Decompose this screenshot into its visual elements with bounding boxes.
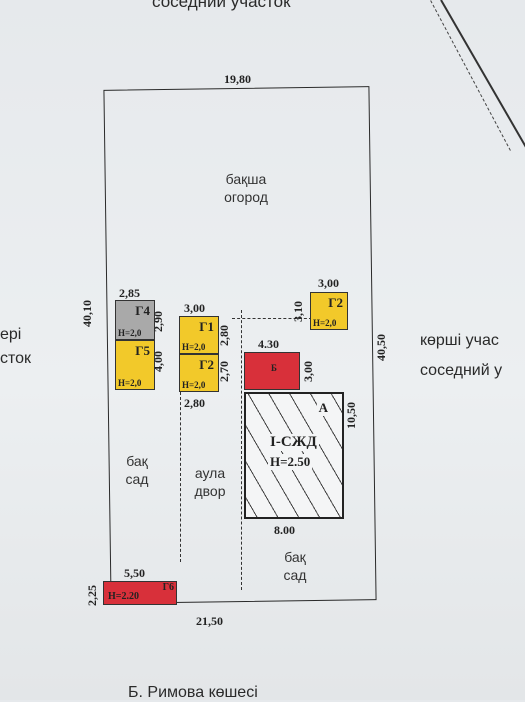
building-g5-name: Г5 (135, 343, 150, 358)
zone-garden-left: бақ сад (112, 452, 162, 488)
yard-divider-left (180, 392, 181, 562)
dim-house-width: 8.00 (274, 523, 295, 537)
main-house: А I-СЖД H=2.50 (244, 392, 344, 519)
building-g4-name: Г4 (135, 303, 150, 318)
diagonal-dashed-line (430, 0, 513, 151)
building-g6: Г6 H=2.20 (103, 581, 177, 605)
building-g1-name: Г1 (199, 319, 214, 334)
zone-garden-right-russian: сад (283, 567, 307, 583)
building-g1: Г1 H=2,0 (179, 316, 219, 354)
building-g4-height: H=2,0 (118, 328, 142, 338)
dim-right: 40,50 (374, 334, 388, 361)
dim-left: 40,10 (80, 300, 94, 327)
dim-g2-middle-width: 2,80 (184, 396, 205, 410)
building-g2-right: Г2 H=2,0 (310, 292, 348, 330)
dim-g5-height: 4,00 (151, 351, 165, 372)
zone-garden-top-kazakh: бақша (225, 171, 267, 187)
dim-g2-right-width: 3,00 (318, 276, 339, 290)
zone-garden-top: бақша огород (206, 170, 286, 206)
dim-g2-middle-height: 2,70 (217, 361, 231, 382)
main-house-name: I-СЖД (268, 434, 319, 451)
zone-yard-kazakh: аула (194, 465, 226, 481)
dim-g1-width: 3,00 (184, 301, 205, 315)
left-label-kazakh: ері (0, 326, 22, 343)
main-house-height: H=2.50 (268, 454, 313, 470)
building-g6-height: H=2.20 (108, 591, 139, 602)
building-g2-middle-name: Г2 (199, 357, 214, 372)
zone-yard-russian: двор (194, 483, 226, 499)
dim-top: 19,80 (224, 72, 251, 86)
zone-yard: аула двор (182, 464, 238, 500)
dim-g6-height: 2,25 (85, 585, 99, 606)
bottom-street-label: Б. Римова көшесі (128, 684, 258, 701)
top-neighbor-label: соседний участок (152, 0, 291, 11)
dim-g4-height: 2,90 (151, 311, 165, 332)
zone-garden-top-russian: огород (224, 189, 268, 205)
building-g2-right-height: H=2,0 (313, 318, 337, 328)
dim-g6-width: 5,50 (124, 566, 145, 580)
dim-g4-width: 2,85 (119, 286, 140, 300)
zone-garden-left-kazakh: бақ (126, 453, 148, 469)
dim-shed-height: 3,00 (301, 361, 315, 382)
right-label-russian: соседний у (420, 362, 503, 379)
zone-garden-left-russian: сад (125, 471, 149, 487)
building-g5-height: H=2,0 (118, 378, 142, 388)
main-house-letter: А (316, 400, 330, 416)
building-g1-height: H=2,0 (182, 342, 206, 352)
dim-g1-height: 2,80 (217, 325, 231, 346)
zone-garden-right-kazakh: бақ (284, 549, 306, 565)
dim-shed-width: 4.30 (258, 337, 279, 351)
building-g5: Г5 H=2,0 (115, 340, 155, 390)
building-g2-middle-height: H=2,0 (182, 380, 206, 390)
building-g4: Г4 H=2,0 (115, 300, 155, 340)
building-shed-name: Б (271, 363, 277, 373)
building-g2-middle: Г2 H=2,0 (179, 354, 219, 392)
dim-house-height: 10,50 (344, 402, 358, 429)
building-shed: Б (244, 352, 300, 390)
left-label-russian: сток (0, 350, 32, 367)
building-g2-right-name: Г2 (328, 295, 343, 310)
dim-g2-right-height: 3,10 (291, 301, 305, 322)
building-g6-name: Г6 (162, 582, 174, 593)
yard-divider-right (241, 310, 242, 590)
zone-garden-right: бақ сад (270, 548, 320, 584)
diagonal-solid-line (440, 0, 525, 166)
dim-bottom: 21,50 (196, 614, 223, 628)
garden-divider-line (232, 318, 312, 319)
right-label-kazakh: көрші учас (420, 332, 499, 349)
